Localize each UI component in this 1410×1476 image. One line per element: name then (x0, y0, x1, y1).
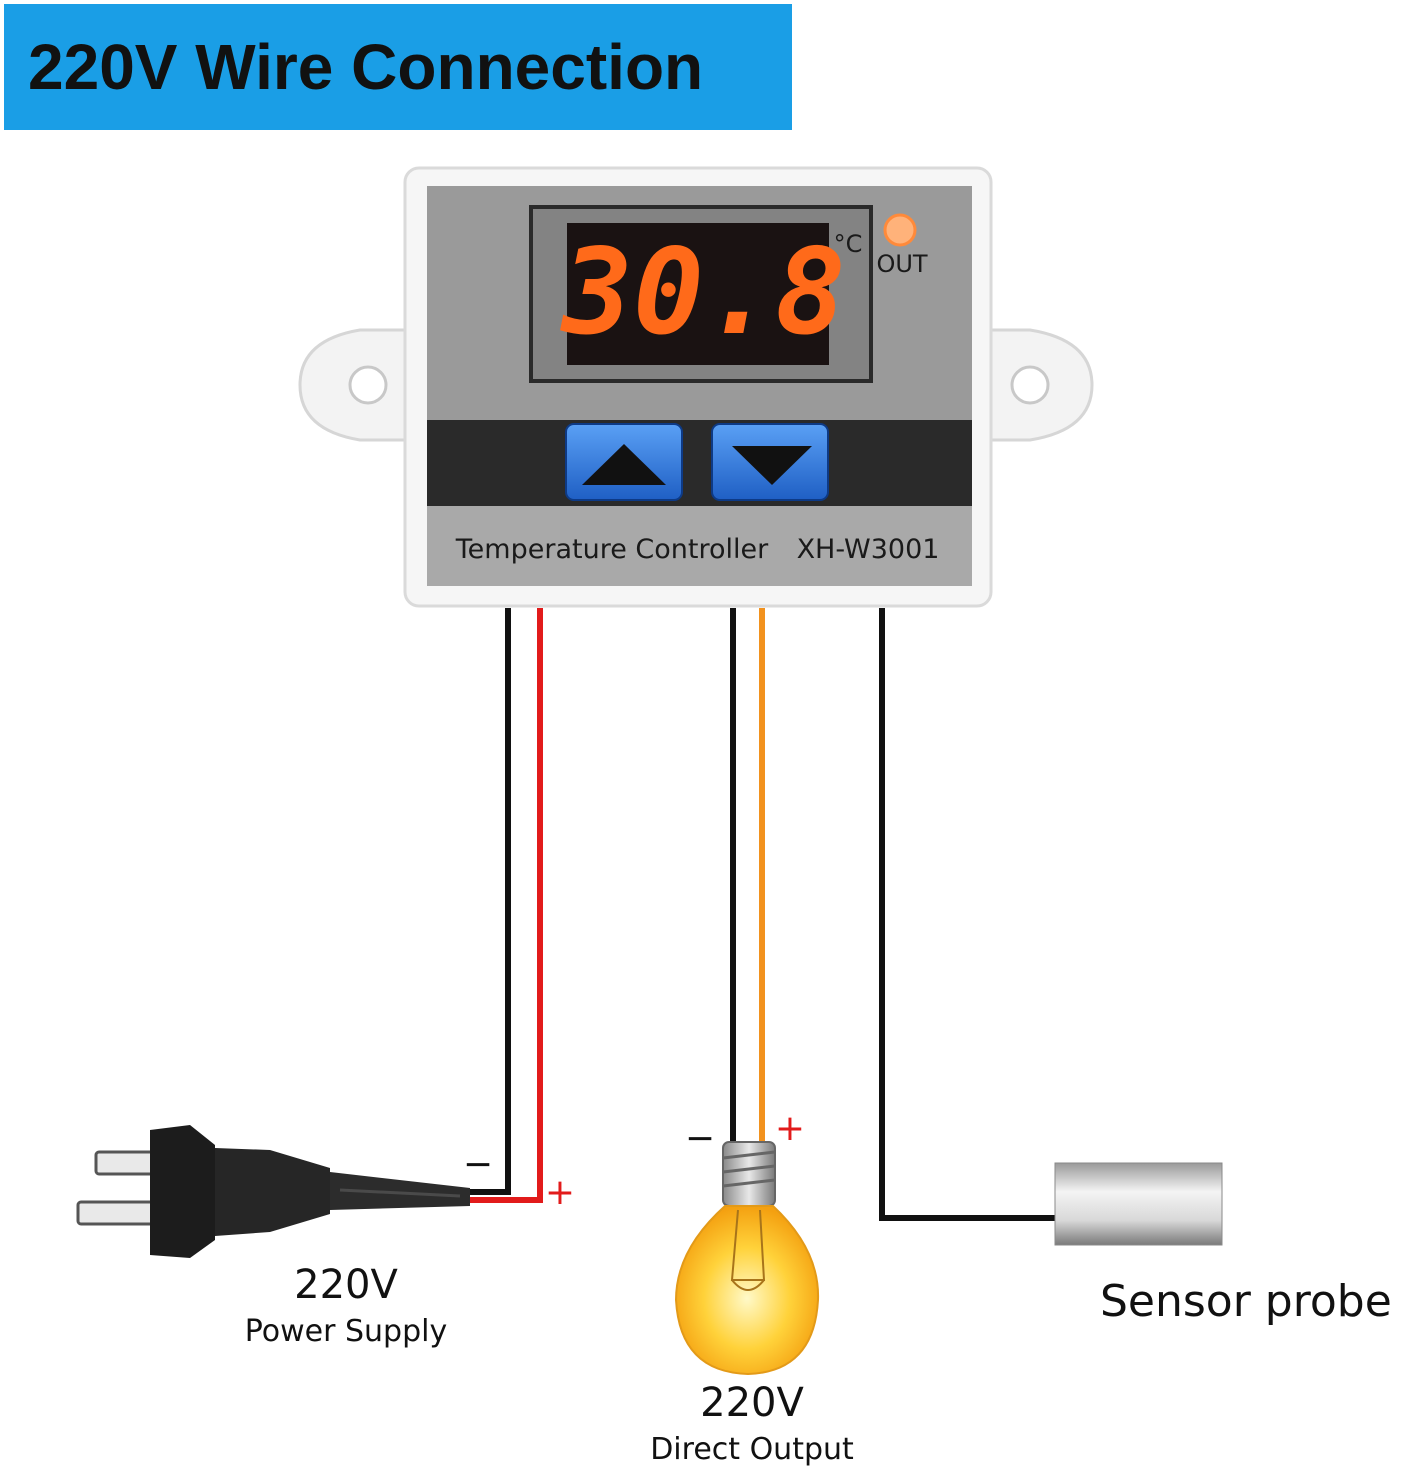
label-strip (427, 500, 972, 586)
power-voltage-label: 220V (294, 1262, 398, 1308)
up-button[interactable] (565, 423, 683, 501)
sensor-probe-icon (1054, 1162, 1223, 1246)
output-minus-mark: − (685, 1118, 715, 1159)
out-label: OUT (876, 250, 927, 278)
output-caption-label: Direct Output (650, 1432, 854, 1467)
output-voltage-label: 220V (700, 1380, 804, 1426)
triangle-down-icon (732, 446, 812, 485)
light-bulb-icon (674, 1141, 820, 1376)
sensor-wire (879, 608, 1056, 1221)
power-minus-mark: − (463, 1144, 493, 1185)
button-bar (427, 420, 972, 506)
power-wire-black (470, 608, 511, 1195)
power-wire-red (470, 608, 543, 1203)
device-name-label: Temperature Controller (455, 534, 769, 565)
device-model-label: XH-W3001 (797, 534, 940, 565)
mounting-ear-left (298, 328, 412, 442)
unit-label: °C (834, 230, 863, 258)
power-plug-icon (76, 1125, 470, 1258)
title-banner: 220V Wire Connection (4, 4, 792, 130)
output-plus-mark: + (775, 1108, 805, 1149)
power-plus-mark: + (545, 1172, 575, 1213)
display-value: 30.8 (560, 223, 846, 361)
power-caption-label: Power Supply (244, 1314, 448, 1349)
mounting-ear-right (973, 328, 1094, 442)
sensor-caption-label: Sensor probe (1100, 1276, 1392, 1327)
led-display (567, 223, 829, 365)
page-title: 220V Wire Connection (28, 31, 704, 103)
out-indicator-led (883, 213, 917, 247)
triangle-up-icon (582, 444, 666, 485)
down-button[interactable] (711, 423, 829, 501)
